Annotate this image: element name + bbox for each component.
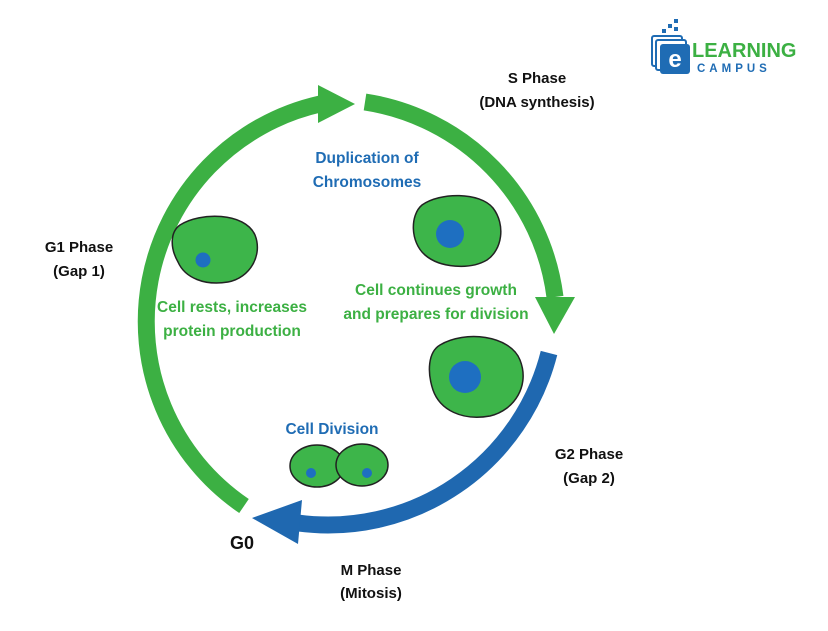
rest-line-2: protein production (163, 323, 301, 340)
cell-g1 (171, 215, 259, 284)
g1-arc (137, 95, 322, 514)
growth-line-2: and prepares for division (343, 306, 528, 323)
g1-phase-title: G1 Phase (45, 239, 113, 256)
logo-e-mark: e (668, 46, 681, 73)
logo-line1: LEARNING (692, 40, 796, 62)
growth-line-1: Cell continues growth (355, 282, 517, 299)
cell-division (289, 443, 389, 488)
elearning-campus-logo: e LEARNING CAMPUS (651, 19, 796, 75)
daughter-cell-right (335, 443, 389, 487)
s-phase-sub: (DNA synthesis) (479, 94, 594, 111)
g0-label: G0 (230, 533, 254, 553)
cell-g2 (428, 335, 524, 418)
duplication-line-1: Duplication of (315, 150, 419, 167)
s-phase-title: S Phase (508, 70, 566, 87)
g2-phase-title: G2 Phase (555, 446, 623, 463)
m-phase-sub: (Mitosis) (340, 585, 402, 602)
cell-division-label: Cell Division (285, 421, 378, 438)
g2-phase-sub: (Gap 2) (563, 470, 615, 487)
duplication-line-2: Chromosomes (313, 174, 422, 191)
m-phase-title: M Phase (341, 562, 402, 579)
cell-s-nucleus (436, 220, 464, 248)
cell-s (412, 194, 502, 268)
cell-g1-nucleus (195, 252, 211, 268)
s-arc (363, 93, 564, 299)
g1-phase-sub: (Gap 1) (53, 263, 105, 280)
g1-arrowhead (318, 85, 355, 123)
cell-g1-body (171, 215, 259, 284)
daughter-nucleus-right (362, 468, 372, 478)
m-arc (296, 350, 558, 534)
rest-line-1: Cell rests, increases (157, 299, 307, 316)
cell-g2-nucleus (449, 361, 481, 393)
m-arrowhead (252, 500, 302, 544)
daughter-nucleus-left (306, 468, 316, 478)
logo-line2: CAMPUS (697, 63, 771, 75)
s-arrowhead (535, 297, 575, 334)
